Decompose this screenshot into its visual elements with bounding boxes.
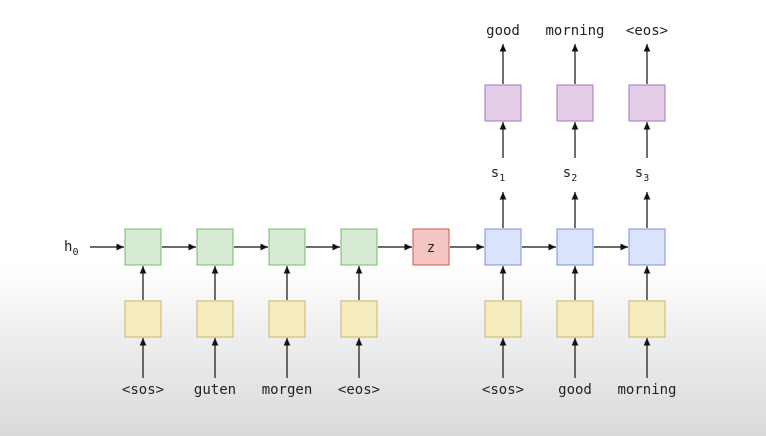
decoder-input-tokens: <sos> good morning [482, 382, 677, 398]
context-vector-box [412, 228, 450, 266]
decoder-rnn-cell [484, 228, 522, 266]
decoder-input-token: good [558, 382, 592, 398]
decoder-output-token: <eos> [626, 23, 668, 39]
encoder-rnn-cell [268, 228, 306, 266]
output-linear-layer [628, 84, 666, 122]
encoder-input-tokens: <sos> guten morgen <eos> [122, 382, 380, 398]
decoder-state-label: s2 [563, 165, 577, 184]
encoder-token: <sos> [122, 382, 164, 398]
encoder-embedding [124, 300, 162, 338]
decoder-input-token: morning [617, 382, 676, 398]
decoder-rnn-cell [628, 228, 666, 266]
encoder-embedding [340, 300, 378, 338]
encoder-token: <eos> [338, 382, 380, 398]
decoder-output-token: morning [545, 23, 604, 39]
decoder-state-label: s3 [635, 165, 649, 184]
encoder-token: morgen [262, 382, 313, 398]
decoder-output-tokens: good morning <eos> [486, 23, 668, 39]
encoder-token: guten [194, 382, 236, 398]
decoder-input-token: <sos> [482, 382, 524, 398]
encoder-rnn-cells [124, 228, 378, 266]
initial-hidden-label: h0 [64, 239, 78, 258]
encoder-rnn-cell [340, 228, 378, 266]
encoder-embedding [268, 300, 306, 338]
decoder-rnn-cell [556, 228, 594, 266]
encoder-embedding [196, 300, 234, 338]
connector-arrows [90, 44, 651, 378]
context-vector-label: z [427, 240, 435, 256]
encoder-rnn-cell [196, 228, 234, 266]
decoder-embedding [484, 300, 522, 338]
decoder-output-token: good [486, 23, 520, 39]
output-layers [484, 84, 666, 122]
output-linear-layer [556, 84, 594, 122]
output-linear-layer [484, 84, 522, 122]
decoder-rnn-cells [484, 228, 666, 266]
embedding-layers [124, 300, 666, 338]
decoder-state-labels: s1 s2 s3 [491, 165, 649, 184]
decoder-embedding [556, 300, 594, 338]
decoder-embedding [628, 300, 666, 338]
encoder-rnn-cell [124, 228, 162, 266]
decoder-state-label: s1 [491, 165, 505, 184]
